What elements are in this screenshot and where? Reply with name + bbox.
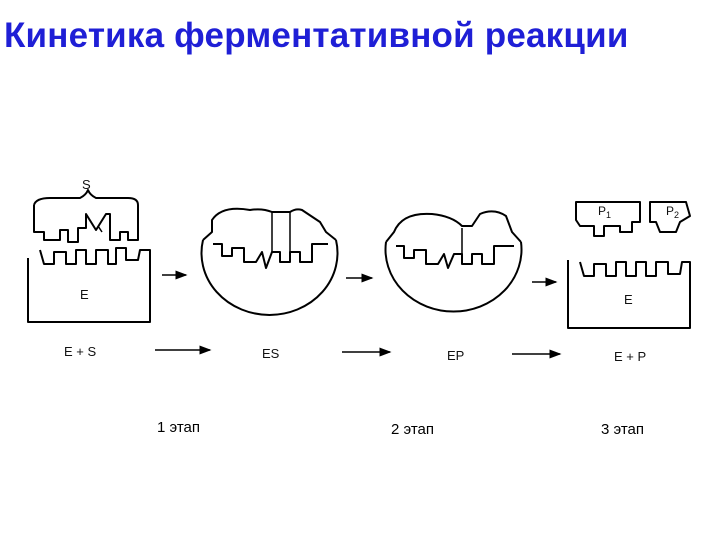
product-1-label: P1 xyxy=(598,204,611,220)
stage-2-caption: 2 этап xyxy=(391,421,434,438)
es-complex xyxy=(200,207,339,316)
enzyme-free xyxy=(27,247,151,323)
page-title: Кинетика ферментативной реакции xyxy=(4,16,629,55)
ep-complex xyxy=(384,210,523,313)
enzyme-released xyxy=(567,260,691,329)
product-p1 xyxy=(575,201,641,237)
stage-3-caption: 3 этап xyxy=(601,421,644,438)
enzyme-label-left: E xyxy=(80,287,89,302)
eq-label-end: E + P xyxy=(614,349,646,364)
product-2-label: P2 xyxy=(666,204,679,220)
eq-label-start: E + S xyxy=(64,344,96,359)
substrate-label: S xyxy=(82,177,91,192)
eq-label-es: ES xyxy=(262,346,280,361)
stage-1-caption: 1 этап xyxy=(157,419,200,436)
substrate-molecule xyxy=(33,189,139,243)
product-p2 xyxy=(649,201,691,233)
enzyme-label-right: E xyxy=(624,292,633,307)
eq-label-ep: EP xyxy=(447,348,464,363)
